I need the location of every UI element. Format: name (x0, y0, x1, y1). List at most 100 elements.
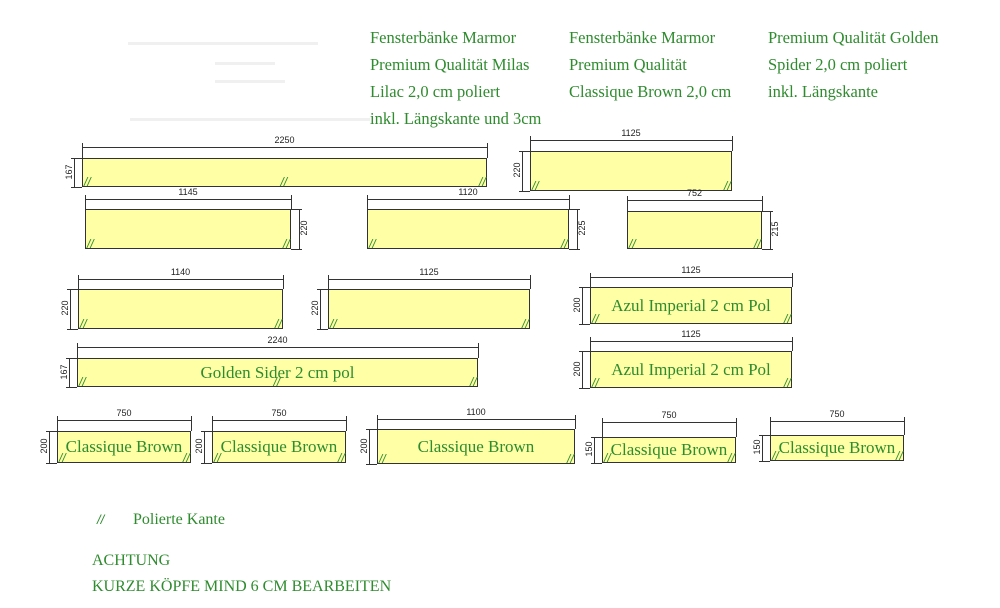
dimension-tick (85, 195, 86, 209)
dimension-tick (71, 187, 82, 188)
polished-edge-mark: // (561, 237, 568, 251)
height-dimension-line (770, 211, 771, 249)
dimension-tick (792, 337, 793, 351)
dimension-tick (212, 416, 213, 431)
height-dimension-label: 220 (512, 162, 522, 178)
slab-material-label: Azul Imperial 2 cm Pol (611, 359, 771, 379)
polished-edge-mark: // (214, 451, 221, 465)
width-dimension-label: 750 (661, 410, 677, 420)
polished-edge-mark: // (59, 451, 66, 465)
polished-edge-mark: // (784, 312, 791, 326)
dimension-tick (602, 418, 603, 437)
width-dimension-label: 750 (829, 409, 845, 419)
polished-edge-mark: // (896, 449, 903, 463)
dimension-tick (530, 275, 531, 289)
faded-text (130, 118, 370, 121)
height-dimension-line (762, 435, 763, 461)
dimension-tick (66, 387, 77, 388)
height-dimension-line (74, 158, 75, 187)
slab: Azul Imperial 2 cm Pol (590, 287, 792, 324)
height-dimension-label: 200 (359, 437, 369, 454)
width-dimension-line (78, 279, 283, 280)
polished-edge-mark: // (379, 452, 386, 466)
polished-edge-mark: // (592, 312, 599, 326)
slab (85, 209, 291, 249)
polished-edge-mark: // (592, 376, 599, 390)
dimension-tick (487, 143, 488, 158)
height-dimension-line (582, 287, 583, 324)
slab-material-label: Classique Brown (778, 438, 896, 457)
polished-edge-mark: // (338, 451, 345, 465)
faded-text (215, 62, 275, 65)
polished-edge-mark: // (479, 175, 486, 189)
note-line: Classique Brown 2,0 cm (569, 82, 732, 101)
dimension-tick (366, 464, 377, 465)
dimension-tick (762, 249, 773, 250)
width-dimension-line (212, 420, 346, 421)
width-dimension-line (77, 347, 478, 348)
polished-edge-mark: // (275, 317, 282, 331)
polished-edge-mark: // (724, 179, 731, 193)
width-dimension-label: 1140 (170, 267, 191, 277)
dimension-tick (66, 358, 77, 359)
slab-material-label: Azul Imperial 2 cm Pol (611, 295, 771, 315)
slab (78, 289, 283, 329)
dimension-tick (366, 429, 377, 430)
dimension-tick (762, 211, 773, 212)
height-dimension-line (582, 351, 583, 388)
note-line: inkl. Längskante und 3cm (370, 109, 542, 128)
height-dimension-label: 200 (194, 438, 204, 454)
width-dimension-line (530, 140, 732, 141)
width-dimension-line (377, 419, 575, 420)
width-dimension-line (770, 421, 904, 422)
polished-edge-mark: // (470, 375, 477, 389)
dimension-tick (579, 324, 590, 325)
dimension-tick (569, 249, 580, 250)
height-dimension-label: 150 (584, 441, 594, 457)
slab: Golden Sider 2 cm pol (77, 358, 478, 387)
dimension-tick (291, 249, 302, 250)
polished-edge-mark: // (728, 451, 735, 465)
slab: Classique Brown (57, 431, 191, 463)
dimension-tick (575, 415, 576, 429)
warning-text: KURZE KÖPFE MIND 6 CM BEARBEITEN (92, 578, 392, 595)
slab-material-label: Classique Brown (220, 437, 338, 456)
dimension-tick (191, 416, 192, 431)
dimension-tick (736, 418, 737, 437)
height-dimension-line (299, 209, 300, 249)
width-dimension-label: 1125 (419, 267, 439, 277)
dimension-tick (317, 289, 328, 290)
width-dimension-label: 1100 (466, 407, 486, 417)
dimension-tick (201, 431, 212, 432)
slab: Classique Brown (377, 429, 575, 464)
dimension-tick (732, 136, 733, 151)
height-dimension-label: 220 (299, 220, 309, 236)
dimension-tick (328, 275, 329, 289)
height-dimension-label: 167 (64, 163, 74, 180)
dimension-tick (291, 195, 292, 209)
dimension-tick (590, 273, 591, 287)
slab-material-label: Golden Sider 2 cm pol (200, 362, 355, 382)
dimension-tick (291, 209, 302, 210)
dimension-tick (67, 329, 78, 330)
note-line: Fensterbänke Marmor (370, 28, 517, 47)
height-dimension-line (49, 431, 50, 463)
polished-edge-mark: // (629, 237, 636, 251)
height-dimension-line (522, 151, 523, 191)
slab-material-label: Classique Brown (417, 436, 535, 456)
note-line: Fensterbänke Marmor (569, 28, 716, 47)
width-dimension-label: 2250 (274, 135, 295, 145)
height-dimension-line (69, 358, 70, 387)
dimension-tick (46, 463, 57, 464)
height-dimension-label: 215 (770, 221, 780, 237)
polished-edge-mark: // (273, 375, 281, 389)
legend-polish-mark: // (97, 512, 105, 527)
height-dimension-line (204, 431, 205, 463)
width-dimension-label: 1120 (458, 187, 478, 197)
slab (328, 289, 530, 329)
dimension-tick (591, 463, 602, 464)
height-dimension-line (577, 209, 578, 249)
polished-edge-mark: // (183, 451, 190, 465)
dimension-tick (590, 337, 591, 351)
height-dimension-line (369, 429, 370, 464)
